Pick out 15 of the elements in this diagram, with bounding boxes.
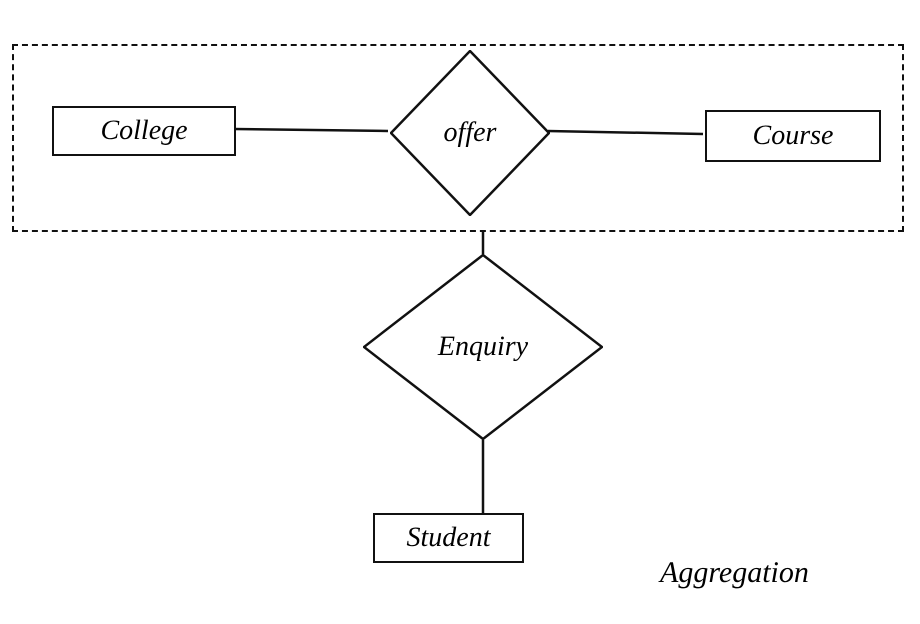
node-label: offer bbox=[444, 119, 496, 147]
entity-box bbox=[373, 513, 524, 563]
node-label: Course bbox=[752, 122, 834, 150]
relationship-diamond bbox=[363, 254, 603, 440]
aggregation-boundary bbox=[12, 44, 904, 232]
connector-line bbox=[482, 232, 484, 254]
relationship-diamond bbox=[390, 50, 550, 216]
node-label: Student bbox=[406, 524, 490, 552]
entity-box bbox=[52, 106, 236, 156]
entity-box bbox=[705, 110, 881, 162]
connector-line bbox=[482, 440, 484, 513]
node-label: College bbox=[100, 117, 188, 145]
diagram-note: Aggregation bbox=[660, 558, 809, 588]
node-label: Enquiry bbox=[438, 333, 528, 361]
connector-line bbox=[548, 130, 704, 136]
